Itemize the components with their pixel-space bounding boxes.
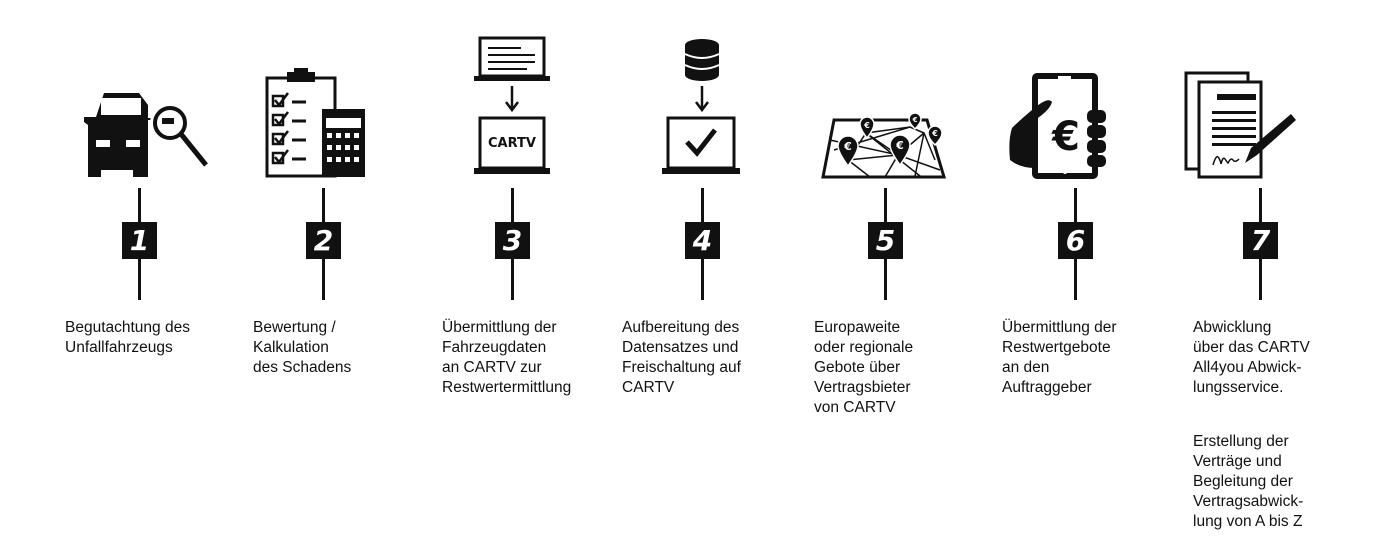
step-number: 6 (1058, 222, 1093, 259)
contract-signing-icon (1184, 71, 1296, 179)
connector-line (138, 188, 141, 224)
connector-line (1259, 258, 1262, 300)
step-number: 3 (495, 222, 530, 259)
laptop-transfer-icon: CARTV (474, 36, 550, 174)
step-number: 5 (868, 222, 903, 259)
step-description: Übermittlung der Restwertgebote an den A… (1002, 319, 1117, 396)
step-1: 1 Begutachtung des Unfallfahrzeugs (44, 0, 234, 560)
step-7: 7 Abwicklung über das CARTV All4you Abwi… (1165, 0, 1355, 560)
step-description: Bewertung / Kalkulation des Schadens (253, 319, 352, 376)
step-description: Europaweite oder regionale Gebote über V… (814, 319, 914, 416)
step-description: Abwicklung über das CARTV All4you Abwick… (1193, 319, 1310, 396)
connector-line (1259, 188, 1262, 224)
step-number: 7 (1243, 222, 1278, 259)
connector-line (138, 258, 141, 300)
step-number: 4 (685, 222, 720, 259)
svg-text:€: € (931, 129, 938, 138)
step-description: Begutachtung des Unfallfahrzeugs (65, 319, 190, 356)
step-description: Übermittlung der Fahrzeugdaten an CARTV … (442, 319, 572, 396)
step-5: € € € € € 5 Europaweite oder regionale Gebo… (790, 0, 980, 560)
svg-text:€: € (843, 140, 852, 153)
connector-line (1074, 258, 1077, 300)
car-magnifier-icon (84, 93, 208, 177)
checklist-calculator-icon (265, 68, 365, 178)
step-3: CARTV 3 Übermittlung der Fahrzeugdaten a… (417, 0, 607, 560)
connector-line (322, 258, 325, 300)
svg-text:€: € (1051, 114, 1080, 160)
hand-phone-euro-icon: € (1009, 73, 1106, 179)
database-laptop-check-icon (662, 39, 740, 174)
svg-text:€: € (912, 116, 918, 124)
cartv-logo: CARTV (488, 136, 536, 151)
step-number: 1 (122, 222, 157, 259)
svg-text:€: € (863, 121, 870, 130)
step-4: 4 Aufbereitung des Datensatzes und Freis… (607, 0, 797, 560)
connector-line (511, 258, 514, 300)
connector-line (1074, 188, 1077, 224)
step-description: Aufbereitung des Datensatzes und Freisch… (622, 319, 741, 396)
svg-text:€: € (895, 139, 904, 152)
step-description-detail: Erstellung der Verträge und Begleitung d… (1193, 433, 1304, 530)
euro-map-network-icon: € € € € € (821, 112, 947, 179)
step-6: € 6 Übermittlung der Restwertgebote an d… (980, 0, 1170, 560)
step-2: 2 Bewertung / Kalkulation des Schadens (228, 0, 418, 560)
connector-line (701, 188, 704, 224)
step-number: 2 (306, 222, 341, 259)
connector-line (701, 258, 704, 300)
connector-line (322, 188, 325, 224)
connector-line (511, 188, 514, 224)
connector-line (884, 188, 887, 224)
connector-line (884, 258, 887, 300)
